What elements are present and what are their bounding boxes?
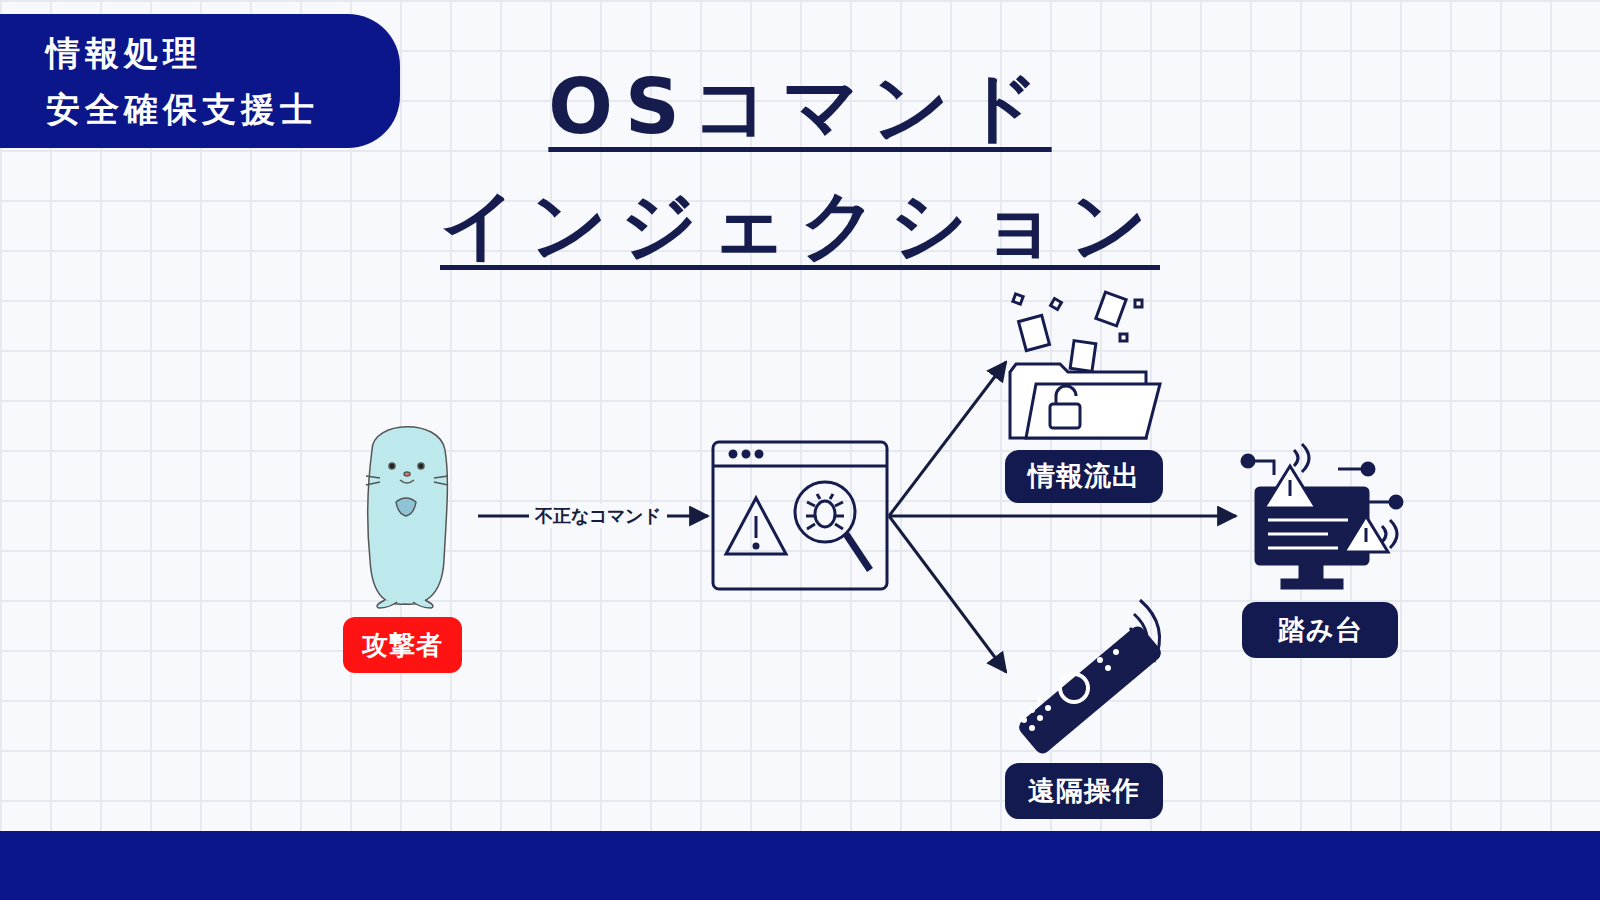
- folder-icon: [1010, 292, 1160, 438]
- box-text: 情報処理: [46, 25, 202, 81]
- box-text: 遠隔操作: [1028, 774, 1140, 808]
- remote-box: 遠隔操作: [1005, 763, 1163, 819]
- arrow-label: 不正なコマンド: [529, 504, 667, 528]
- web-window-icon: [713, 442, 887, 589]
- seal-figure: [366, 427, 448, 608]
- remote-control-icon: [1016, 600, 1164, 757]
- page-title: OSコマンド インジェクション: [420, 48, 1180, 284]
- box-text: 攻撃者: [362, 628, 443, 662]
- attacker-box: 攻撃者: [343, 617, 462, 673]
- springboard-arrow: [889, 515, 1236, 518]
- remote-arrow: [889, 516, 1006, 672]
- box-text: 情報流出: [1028, 459, 1140, 493]
- springboard-box: 踏み台: [1242, 602, 1398, 658]
- monitor-warning-icon: [1242, 444, 1402, 588]
- footer-band: [0, 831, 1600, 900]
- certification-badge: 情報処理安全確保支援士: [0, 14, 400, 148]
- leak-box: 情報流出: [1005, 450, 1163, 503]
- box-text: 安全確保支援士: [46, 81, 319, 137]
- leak-arrow: [889, 362, 1006, 516]
- title-text: OSコマンド インジェクション: [440, 62, 1160, 269]
- box-text: 踏み台: [1278, 613, 1363, 647]
